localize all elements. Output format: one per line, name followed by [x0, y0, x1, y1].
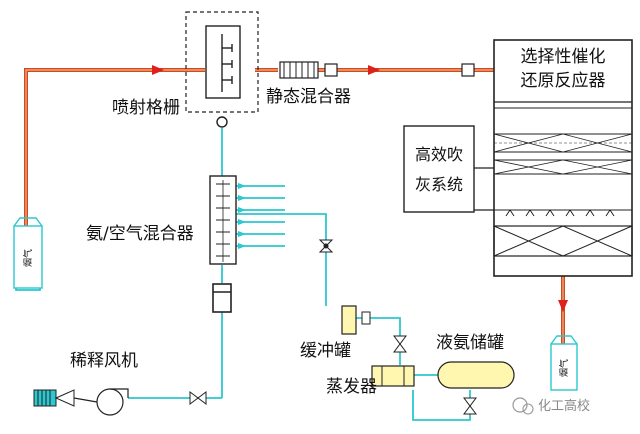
dilution-fan — [33, 388, 129, 416]
scr-reactor-label-2: 还原反应器 — [521, 71, 606, 91]
flue-inlet-tank: 烟气 — [13, 217, 43, 289]
scr-reactor: 选择性催化 还原反应器 — [493, 39, 633, 277]
watermark: 化工高校 — [512, 397, 590, 415]
flue-outlet-tank: 烟气 — [550, 335, 578, 391]
buffer-tank-label: 缓冲罐 — [300, 341, 351, 361]
scr-reactor-label-1: 选择性催化 — [521, 47, 606, 67]
valve-4 — [463, 397, 477, 415]
valves — [189, 239, 477, 415]
filter — [212, 283, 232, 313]
dilution-fan-label: 稀释风机 — [70, 351, 138, 371]
flue-arrow-1 — [152, 65, 164, 75]
soot-blower-system: 高效吹 灰系统 — [403, 125, 494, 213]
flue-inlet-label: 烟气 — [22, 249, 34, 267]
flue-arrow-3 — [558, 300, 568, 312]
flue-arrow-2 — [368, 65, 380, 75]
watermark-text: 化工高校 — [538, 398, 590, 414]
valve-5 — [189, 391, 207, 405]
soot-blower-label-1: 高效吹 — [415, 145, 463, 164]
soot-blower-label-2: 灰系统 — [415, 175, 463, 194]
evaporator-label: 蒸发器 — [326, 377, 377, 397]
ammonia-air-mixer — [209, 175, 237, 265]
wechat-icon — [512, 397, 528, 413]
liquid-ammonia-tank — [437, 361, 515, 389]
liquid-ammonia-tank-label: 液氨储罐 — [436, 333, 504, 353]
flue-outlet-label: 烟气 — [558, 359, 570, 377]
valve-6 — [361, 311, 371, 325]
ammonia-air-mixer-label: 氨/空气混合器 — [86, 224, 194, 244]
flue-gas-lines — [24, 68, 565, 345]
evaporator — [371, 365, 415, 387]
injection-grid — [185, 11, 259, 128]
flue-arrows — [152, 65, 568, 312]
mixer-output-arrows — [238, 183, 246, 249]
injection-grid-label: 喷射格栅 — [112, 98, 180, 118]
valve-2 — [323, 243, 329, 249]
static-mixer — [279, 61, 475, 79]
valve-3 — [393, 335, 407, 353]
static-mixer-label: 静态混合器 — [266, 87, 351, 107]
buffer-tank — [341, 305, 357, 335]
